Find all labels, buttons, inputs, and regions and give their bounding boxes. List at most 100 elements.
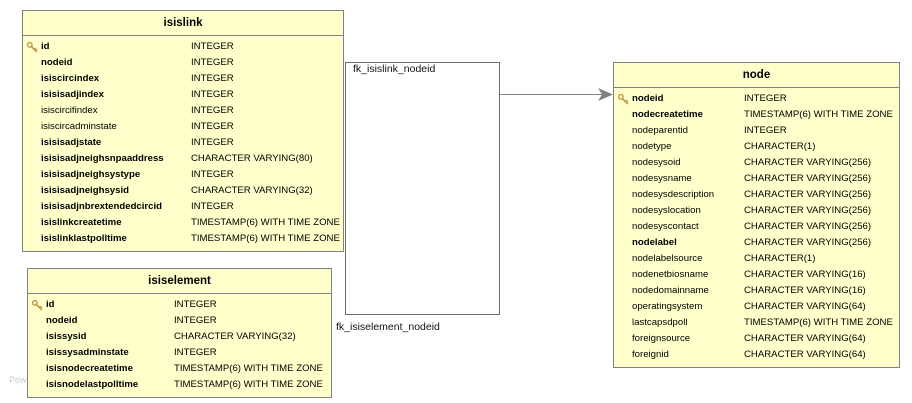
column-name: isissysadminstate (46, 347, 129, 358)
column-type: TIMESTAMP(6) WITH TIME ZONE (191, 233, 340, 244)
column-type: CHARACTER VARYING(256) (744, 237, 872, 248)
column-name: foreignsource (632, 333, 691, 344)
column-type: CHARACTER(1) (744, 141, 816, 152)
column-name: nodeid (41, 57, 73, 68)
column-type: INTEGER (191, 73, 234, 84)
column-name: operatingsystem (632, 301, 703, 312)
column-name: nodeid (46, 315, 78, 326)
column-name: foreignid (632, 349, 669, 360)
column-type: CHARACTER VARYING(256) (744, 205, 872, 216)
entity-table-title-isislink: isislink (23, 11, 343, 36)
column-type: CHARACTER VARYING(64) (744, 301, 866, 312)
column-type: INTEGER (191, 57, 234, 68)
entity-table-title-node: node (614, 63, 899, 88)
column-type: CHARACTER VARYING(256) (744, 173, 872, 184)
column-name: isisisadjindex (41, 89, 104, 100)
column-type: INTEGER (191, 137, 234, 148)
column-type: CHARACTER VARYING(256) (744, 221, 872, 232)
column-type: INTEGER (191, 201, 234, 212)
column-name: nodesysname (632, 173, 692, 184)
column-row: foreignsource CHARACTER VARYING(64) (614, 331, 899, 347)
column-type: CHARACTER VARYING(256) (744, 189, 872, 200)
column-row: isisisadjstate INTEGER (23, 135, 343, 151)
column-name: nodesysdescription (632, 189, 715, 200)
column-row: nodenetbiosname CHARACTER VARYING(16) (614, 267, 899, 283)
column-type: INTEGER (191, 169, 234, 180)
column-name: nodenetbiosname (632, 269, 709, 280)
column-row: foreignid CHARACTER VARYING(64) (614, 347, 899, 363)
column-row: id INTEGER (23, 39, 343, 55)
column-type: CHARACTER VARYING(64) (744, 333, 866, 344)
column-name: nodeparentid (632, 125, 689, 136)
primary-key-icon (26, 41, 37, 52)
column-name: nodeid (632, 93, 664, 104)
column-name: id (41, 41, 50, 52)
column-name: isisisadjstate (41, 137, 102, 148)
column-row: isislinklastpolltime TIMESTAMP(6) WITH TI… (23, 231, 343, 247)
fk-label-isiselement-nodeid: fk_isiselement_nodeid (336, 321, 440, 333)
column-type: CHARACTER VARYING(16) (744, 269, 866, 280)
column-name: isisnodecreatetime (46, 363, 133, 374)
column-row: operatingsystem CHARACTER VARYING(64) (614, 299, 899, 315)
arrow-head-icon (598, 88, 613, 101)
column-row: nodeid INTEGER (23, 55, 343, 71)
relationship-edge-isislink-node (500, 94, 606, 95)
column-type: CHARACTER VARYING(64) (744, 349, 866, 360)
column-name: nodelabel (632, 237, 677, 248)
primary-key-icon-cell (28, 299, 46, 311)
column-type: CHARACTER VARYING(32) (174, 331, 296, 342)
column-row: nodesysdescription CHARACTER VARYING(256) (614, 187, 899, 203)
column-type: CHARACTER VARYING(256) (744, 157, 872, 168)
column-name: nodesysoid (632, 157, 681, 168)
primary-key-icon (31, 299, 42, 310)
column-name: isissysid (46, 331, 87, 342)
column-type: TIMESTAMP(6) WITH TIME ZONE (174, 379, 323, 390)
column-name: isislinklastpolltime (41, 233, 127, 244)
column-row: nodesyslocation CHARACTER VARYING(256) (614, 203, 899, 219)
column-name: nodesyslocation (632, 205, 701, 216)
relationship-connector-box (345, 62, 500, 315)
column-type: INTEGER (174, 315, 217, 326)
column-name: isislinkcreatetime (41, 217, 122, 228)
column-type: TIMESTAMP(6) WITH TIME ZONE (744, 317, 893, 328)
column-type: INTEGER (191, 41, 234, 52)
column-name: isisisadjneighsnpaaddress (41, 153, 164, 164)
column-type: CHARACTER VARYING(16) (744, 285, 866, 296)
column-row: isissysid CHARACTER VARYING(32) (28, 329, 331, 345)
fk-label-isislink-nodeid: fk_isislink_nodeid (353, 63, 436, 75)
column-name: nodelabelsource (632, 253, 703, 264)
primary-key-icon (617, 93, 628, 104)
column-name: isiscircifindex (41, 105, 98, 116)
column-row: nodelabel CHARACTER VARYING(256) (614, 235, 899, 251)
column-name: nodecreatetime (632, 109, 703, 120)
column-type: CHARACTER VARYING(80) (191, 153, 313, 164)
column-type: INTEGER (191, 89, 234, 100)
column-type: CHARACTER VARYING(32) (191, 185, 313, 196)
watermark-text: Pow (9, 375, 27, 385)
primary-key-icon-cell (23, 41, 41, 53)
column-type: INTEGER (744, 93, 787, 104)
column-name: isisisadjneighsysid (41, 185, 129, 196)
column-type: CHARACTER(1) (744, 253, 816, 264)
column-row: nodesysname CHARACTER VARYING(256) (614, 171, 899, 187)
entity-table-title-isiselement: isiselement (28, 269, 331, 294)
